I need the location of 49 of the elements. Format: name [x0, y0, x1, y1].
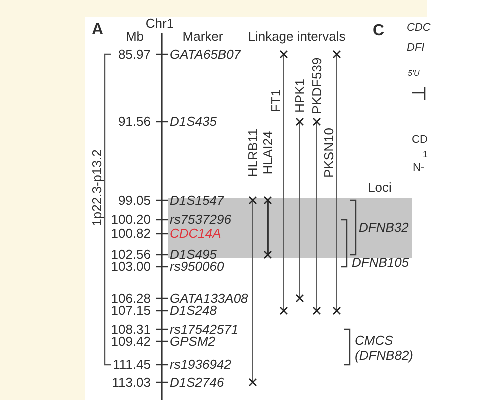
locus-name: CMCS (DFNB82) [355, 333, 415, 363]
position-value: 106.28 [111, 292, 151, 304]
position-value: 113.03 [112, 376, 151, 388]
interval-name: FT1 [270, 89, 282, 113]
panel-label: A [92, 22, 104, 38]
interval-name: HPK1 [294, 79, 306, 113]
marker-name: rs1936942 [170, 359, 232, 371]
position-value: 111.45 [113, 359, 151, 371]
column-header: Linkage intervals [248, 31, 346, 43]
locus-name: DFNB32 [359, 222, 409, 234]
locus-name: DFNB105 [352, 257, 410, 269]
band-label: 1p22.3-p13.2 [90, 150, 103, 226]
position-value: 109.42 [111, 336, 151, 348]
interval-name: PKSN10 [322, 128, 336, 178]
position-value: 91.56 [118, 116, 151, 128]
marker-name: rs950060 [170, 261, 224, 273]
interval-name: HLRB11 [246, 128, 260, 178]
column-header: Loci [368, 182, 392, 194]
position-value: 85.97 [118, 48, 151, 60]
position-value: 103.00 [111, 261, 151, 273]
marker-name: rs17542571 [170, 324, 239, 336]
partial-label: N- [413, 162, 425, 174]
panel-label: C [373, 22, 385, 40]
position-value: 107.15 [111, 305, 151, 317]
marker-name: D1S2746 [170, 376, 224, 388]
position-value: 100.82 [111, 228, 151, 240]
partial-label: 1 [423, 150, 428, 160]
marker-name: GATA65B07 [170, 48, 242, 60]
marker-name: D1S248 [170, 305, 217, 317]
position-value: 100.20 [111, 214, 151, 226]
marker-name: D1S435 [170, 116, 217, 128]
marker-name: rs7537296 [170, 214, 232, 226]
position-value: 108.31 [111, 324, 151, 336]
interval-name: PKDF539 [310, 58, 324, 114]
gene-name: CDC14A [170, 228, 222, 240]
marker-name: D1S495 [170, 249, 217, 261]
partial-label: CD [412, 134, 428, 146]
chromosome-label: Chr1 [146, 18, 174, 30]
position-value: 102.56 [111, 249, 151, 261]
interval-name: HLAI24 [262, 131, 274, 175]
position-value: 99.05 [118, 194, 151, 206]
column-header: Marker [182, 31, 224, 43]
marker-name: D1S1547 [170, 194, 224, 206]
partial-label: DFI [407, 42, 425, 54]
partial-label: CDC [407, 22, 431, 34]
marker-name: GPSM2 [170, 336, 216, 348]
column-header: Mb [126, 31, 144, 43]
marker-name: GATA133A08 [170, 292, 248, 304]
partial-label: 5'U [408, 70, 420, 78]
